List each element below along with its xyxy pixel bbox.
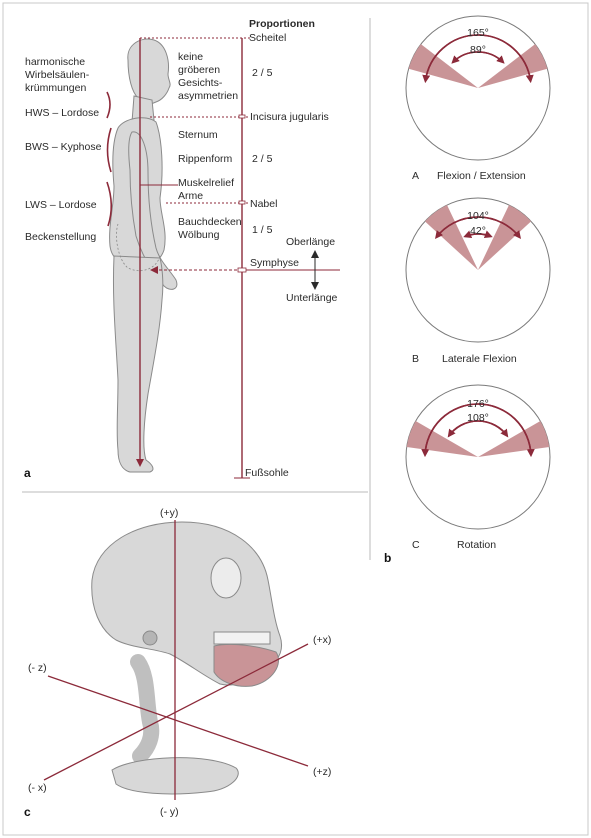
- axis-label-neg-z: (- z): [28, 662, 47, 674]
- rom-letter-1: B: [412, 353, 419, 365]
- rom-diagram-lateral-flexion: [405, 197, 551, 343]
- axis-label-neg-x: (- x): [28, 782, 47, 794]
- rom-inner-arc-right: [452, 51, 505, 64]
- jaw-shape: [213, 643, 279, 687]
- rom-wedge: [478, 421, 550, 457]
- panel-c-letter: c: [24, 805, 31, 819]
- label-sternum: Sternum: [178, 129, 218, 141]
- pelvis-outline: [116, 223, 161, 272]
- landmark-vertex: Scheitel: [249, 32, 286, 44]
- orbit-shape: [210, 557, 242, 599]
- rom-inner-arc-right: [448, 420, 509, 438]
- landmark-symphysis: Symphyse: [250, 257, 299, 269]
- panel-c: (+y) (- y) (+x) (- x) (+z) (- z) c: [24, 507, 331, 819]
- skull-illustration: [91, 521, 283, 795]
- axis-z: [47, 675, 309, 767]
- rom-diagram-flexion-extension: [405, 15, 551, 161]
- rom-outer-arc-right: [435, 216, 521, 239]
- proportions-title: Proportionen: [249, 18, 315, 30]
- panel-b: 165° 89° A Flexion / Extension 104° 42° …: [384, 15, 551, 565]
- rom-inner-angle-1: 42°: [470, 225, 486, 237]
- jugular-marker: [238, 114, 246, 119]
- lws-bracket: [106, 181, 113, 227]
- label-pelvis: Beckenstellung: [25, 231, 96, 243]
- axis-label-pos-x: (+x): [313, 634, 331, 646]
- hws-bracket: [106, 91, 111, 119]
- label-lower-length: Unterlänge: [286, 292, 338, 304]
- rom-outer-angle-2: 176°: [467, 398, 489, 410]
- ratio-1: 2 / 5: [252, 67, 273, 79]
- navel-marker: [238, 200, 246, 205]
- rom-wedge: [478, 205, 532, 270]
- landmark-sole: Fußsohle: [245, 467, 289, 479]
- axis-label-pos-z: (+z): [313, 766, 331, 778]
- rom-inner-arc-right: [464, 230, 493, 238]
- label-upper-length: Oberlänge: [286, 236, 335, 248]
- axis-x: [43, 643, 309, 781]
- ratio-3: 1 / 5: [252, 224, 273, 236]
- cervical-spine: [130, 654, 160, 764]
- panel-a: harmonische Wirbelsäulen- krümmungen HWS…: [24, 18, 340, 480]
- rom-letter-0: A: [412, 170, 419, 182]
- rom-outer-angle-0: 165°: [467, 27, 489, 39]
- landmark-jugular: Incisura jugularis: [250, 111, 329, 123]
- label-arms: Muskelrelief Arme: [178, 177, 237, 202]
- panel-a-letter: a: [24, 466, 31, 480]
- rom-wedge: [478, 44, 548, 88]
- rom-caption-2: Rotation: [457, 539, 496, 551]
- head-shape: [127, 38, 171, 106]
- rom-diagram-rotation: [405, 384, 551, 530]
- legs-shape: [112, 255, 164, 473]
- bws-bracket: [106, 127, 112, 173]
- landmark-navel: Nabel: [250, 198, 277, 210]
- symphysis-marker: [237, 267, 247, 273]
- rom-outer-arc-right: [424, 403, 535, 458]
- rom-caption-0: Flexion / Extension: [437, 170, 526, 182]
- label-face: keine gröberen Gesichts- asymmetrien: [178, 51, 238, 102]
- axis-label-pos-y: (+y): [160, 507, 178, 519]
- rom-outer-angle-1: 104°: [467, 210, 489, 222]
- label-lws: LWS – Lordose: [25, 199, 97, 211]
- arm-shape: [128, 131, 178, 290]
- label-hws: HWS – Lordose: [25, 107, 99, 119]
- rom-wedge: [424, 205, 478, 270]
- label-spine-curves: harmonische Wirbelsäulen- krümmungen: [25, 56, 92, 94]
- rom-wedge: [406, 421, 478, 457]
- rom-outer-arc-right: [424, 34, 534, 84]
- length-arrow-down: [311, 282, 319, 290]
- rom-inner-angle-0: 89°: [470, 44, 486, 56]
- ratio-2: 2 / 5: [252, 153, 273, 165]
- teeth-shape: [213, 631, 271, 645]
- label-ribs: Rippenform: [178, 153, 233, 165]
- rom-letter-2: C: [412, 539, 420, 551]
- rom-caption-1: Laterale Flexion: [442, 353, 517, 365]
- label-bws: BWS – Kyphose: [25, 141, 102, 153]
- coordinate-axes: [43, 520, 309, 800]
- axis-label-neg-y: (- y): [160, 806, 179, 818]
- ear-opening: [142, 630, 158, 646]
- rom-wedge: [408, 44, 478, 88]
- rom-inner-angle-2: 108°: [467, 412, 489, 424]
- length-arrow-up: [311, 250, 319, 258]
- neck-shape: [131, 95, 155, 123]
- body-silhouette: [109, 38, 178, 473]
- label-abdomen: Bauchdecken Wölbung: [178, 216, 245, 241]
- panel-b-letter: b: [384, 551, 391, 565]
